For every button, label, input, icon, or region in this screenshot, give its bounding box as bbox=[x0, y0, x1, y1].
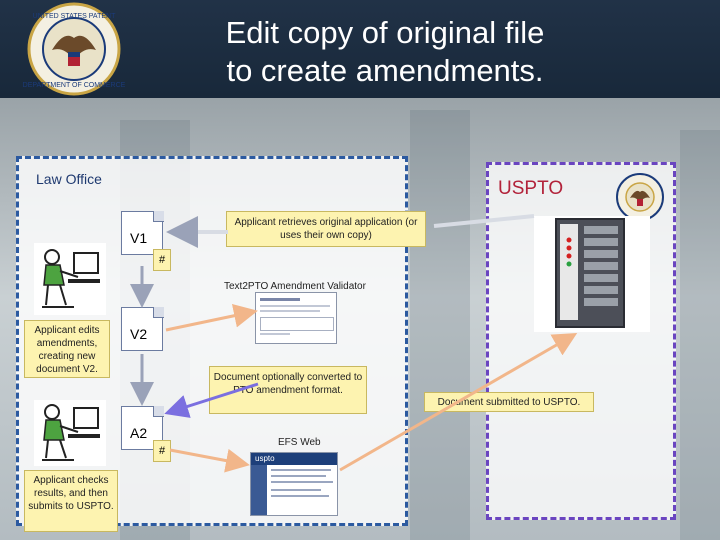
uspto-label: USPTO bbox=[498, 178, 564, 199]
note-converted: Document optionally converted to PTO ame… bbox=[209, 366, 367, 414]
title-line-1: Edit copy of original file bbox=[225, 15, 545, 50]
document-fold bbox=[153, 406, 164, 417]
person-at-computer-icon bbox=[34, 243, 106, 315]
document-fold bbox=[153, 307, 164, 318]
document-v2-label: V2 bbox=[130, 326, 148, 342]
document-v1: V1 bbox=[121, 211, 163, 255]
person-at-computer-icon bbox=[34, 400, 106, 466]
validator-label: Text2PTO Amendment Validator bbox=[224, 281, 366, 292]
validator-screenshot bbox=[255, 292, 337, 344]
note-retrieve: Applicant retrieves original application… bbox=[226, 211, 426, 247]
hash-marker: # bbox=[153, 249, 171, 271]
document-fold bbox=[153, 211, 164, 222]
document-v1-label: V1 bbox=[130, 230, 148, 246]
background-building bbox=[680, 130, 720, 540]
hash-marker: # bbox=[153, 440, 171, 462]
uspto-seal-icon bbox=[616, 173, 664, 221]
efs-logo: uspto bbox=[255, 454, 275, 463]
note-edits: Applicant edits amendments, creating new… bbox=[24, 320, 110, 378]
title-line-2: to create amendments. bbox=[226, 53, 544, 88]
svg-text:DEPARTMENT OF COMMERCE: DEPARTMENT OF COMMERCE bbox=[23, 82, 126, 89]
seal-icon: UNITED STATES PATENT DEPARTMENT OF COMME… bbox=[23, 2, 126, 96]
background-building bbox=[410, 110, 470, 540]
server-rack-icon bbox=[534, 216, 650, 332]
efs-web-screenshot: uspto bbox=[250, 452, 338, 516]
document-a2-label: A2 bbox=[130, 425, 148, 441]
note-submitted: Document submitted to USPTO. bbox=[424, 392, 594, 412]
note-checks: Applicant checks results, and then submi… bbox=[24, 470, 118, 532]
law-office-label: Law Office bbox=[36, 171, 102, 187]
svg-text:UNITED STATES PATENT: UNITED STATES PATENT bbox=[33, 13, 116, 20]
efs-web-label: EFS Web bbox=[278, 437, 321, 448]
page-title: Edit copy of original file to create ame… bbox=[150, 14, 620, 90]
